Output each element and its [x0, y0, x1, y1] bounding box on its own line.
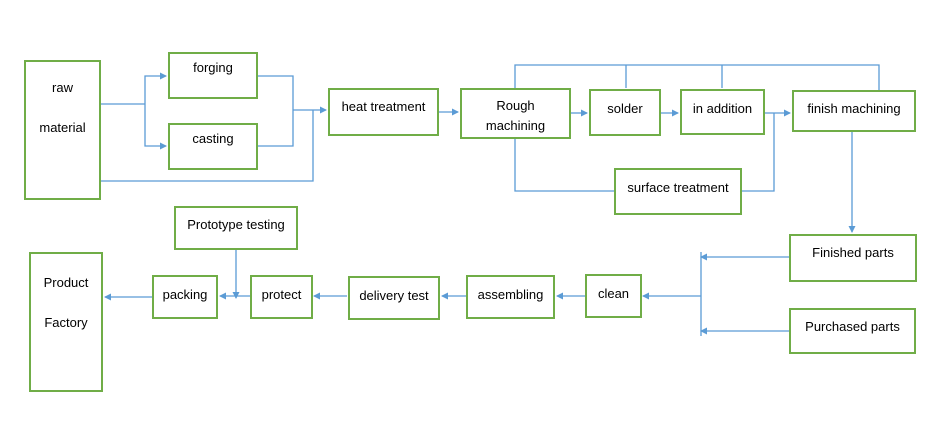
node-raw-material-line1: raw — [52, 80, 73, 95]
node-protect: protect — [250, 275, 313, 319]
connector-rough-to-surface — [514, 138, 614, 192]
node-protect-label: protect — [261, 287, 302, 302]
node-casting: casting — [168, 123, 258, 170]
node-packing: packing — [152, 275, 218, 319]
node-delivery-test-label: delivery test — [359, 288, 429, 303]
node-raw-material: raw material — [24, 60, 101, 200]
node-surface-treatment: surface treatment — [614, 168, 742, 215]
connector-forging-out — [258, 75, 294, 110]
node-assembling-label: assembling — [477, 287, 544, 302]
node-assembling: assembling — [466, 275, 555, 319]
node-rough-machining: Rough machining — [460, 88, 571, 139]
node-rough-machining-line1: Rough — [496, 98, 535, 113]
node-finished-parts-label: Finished parts — [812, 245, 894, 260]
node-product-factory-line1: Product — [43, 275, 89, 290]
node-rough-machining-line2: machining — [485, 117, 546, 133]
connector-top-bypass — [514, 64, 880, 90]
node-finished-parts: Finished parts — [789, 234, 917, 282]
node-prototype-testing-label: Prototype testing — [187, 217, 285, 232]
node-heat-treatment-label: heat treatment — [341, 99, 426, 114]
node-solder-label: solder — [607, 101, 643, 116]
node-product-factory-line2: Factory — [44, 314, 88, 330]
arrow-to-forging — [144, 72, 167, 104]
node-purchased-parts-label: Purchased parts — [805, 319, 900, 334]
node-finish-machining-label: finish machining — [807, 101, 901, 116]
arrow-to-casting — [144, 104, 167, 150]
connector-casting-out — [258, 110, 294, 147]
connector-surface-out — [742, 113, 775, 192]
node-surface-treatment-label: surface treatment — [627, 180, 729, 195]
node-casting-label: casting — [192, 131, 234, 146]
node-forging: forging — [168, 52, 258, 99]
node-prototype-testing: Prototype testing — [174, 206, 298, 250]
node-heat-treatment: heat treatment — [328, 88, 439, 136]
connector-raw-bypass — [101, 110, 314, 182]
node-solder: solder — [589, 89, 661, 136]
node-product-factory: Product Factory — [29, 252, 103, 392]
node-delivery-test: delivery test — [348, 276, 440, 320]
node-forging-label: forging — [193, 60, 233, 75]
node-purchased-parts: Purchased parts — [789, 308, 916, 354]
node-clean-label: clean — [597, 286, 630, 301]
node-in-addition: in addition — [680, 89, 765, 135]
node-clean: clean — [585, 274, 642, 318]
node-finish-machining: finish machining — [792, 90, 916, 132]
node-in-addition-label: in addition — [692, 101, 753, 116]
node-packing-label: packing — [162, 287, 208, 302]
node-raw-material-line2: material — [39, 119, 86, 135]
